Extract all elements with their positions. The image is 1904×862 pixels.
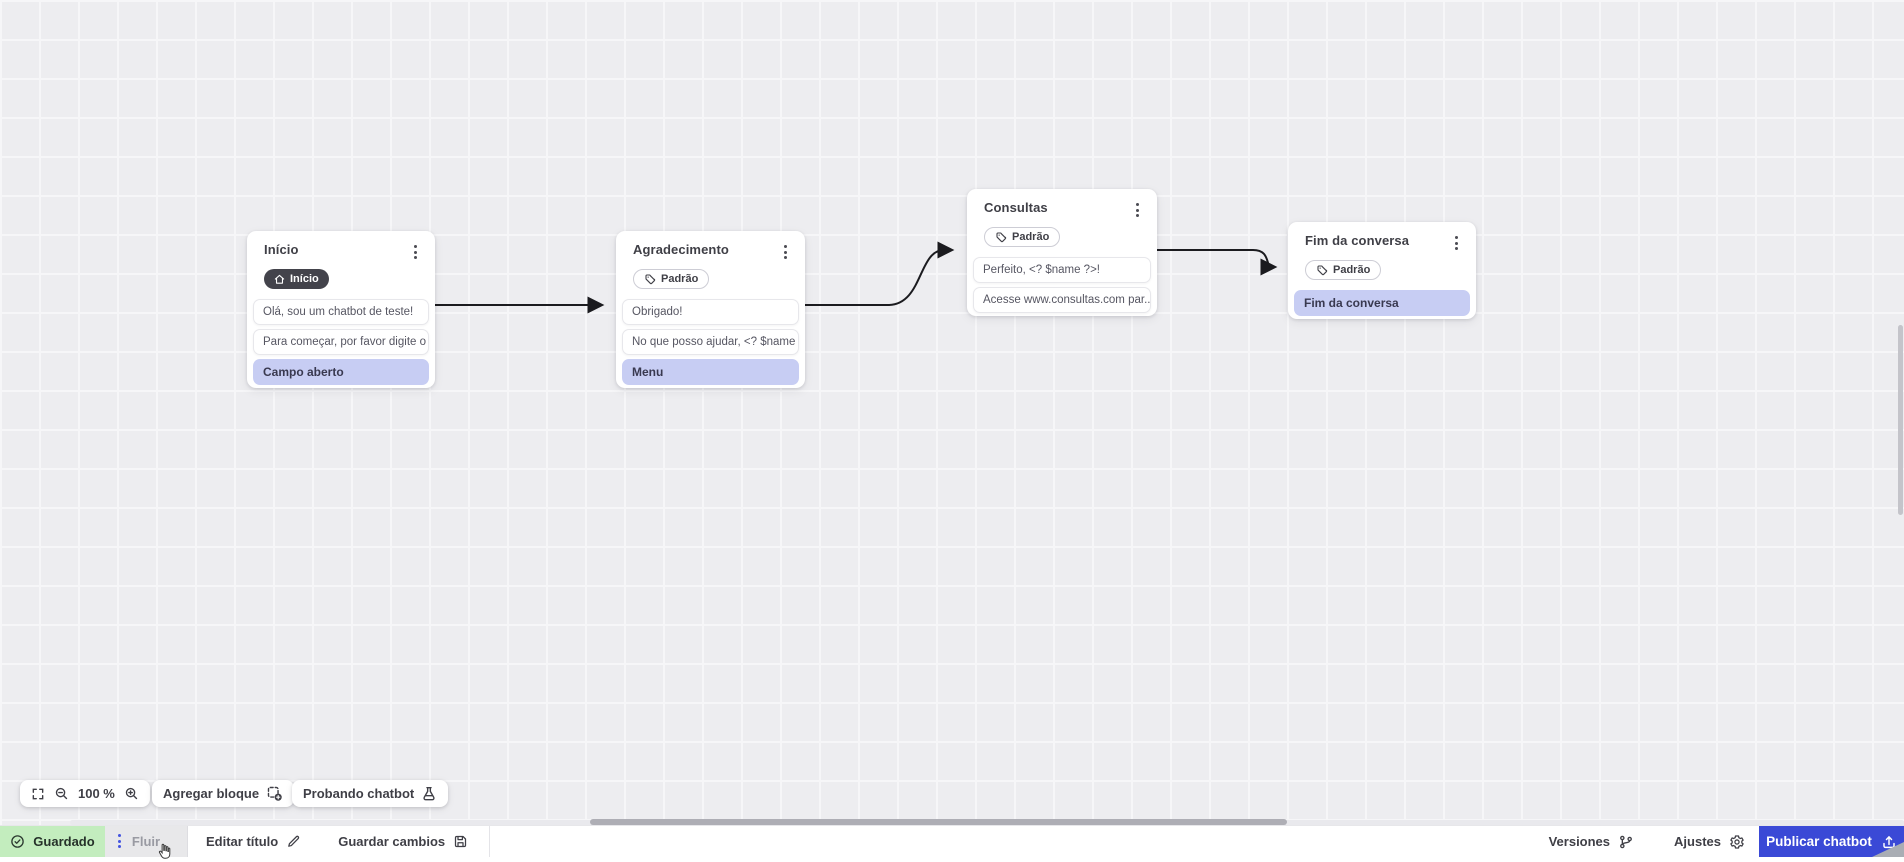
versions-label: Versiones <box>1549 834 1610 849</box>
node-type-badge: Padrão <box>984 227 1060 247</box>
message-row[interactable]: Para começar, por favor digite o ... <box>253 329 429 355</box>
versions-button[interactable]: Versiones <box>1529 826 1654 857</box>
kebab-menu-icon[interactable] <box>1132 201 1143 219</box>
status-bar: Guardado Fluir Editar título Guardar cam… <box>0 825 1904 857</box>
check-circle-icon <box>10 834 25 849</box>
node-type-badge: Padrão <box>1305 260 1381 280</box>
save-icon <box>453 834 468 849</box>
add-block-icon <box>266 785 283 802</box>
save-changes-label: Guardar cambios <box>338 834 445 849</box>
node-title: Agradecimento <box>633 242 729 257</box>
zoom-in-icon[interactable] <box>124 786 139 801</box>
node-title: Fim da conversa <box>1305 233 1409 248</box>
node-type-badge: Padrão <box>633 269 709 289</box>
message-row[interactable]: Acesse www.consultas.com par... <box>973 287 1151 313</box>
node-fim-da-conversa[interactable]: Fim da conversa Padrão Fim da conversa <box>1288 222 1476 319</box>
node-title: Consultas <box>984 200 1048 215</box>
message-row[interactable]: No que posso ajudar, <? $name ... <box>622 329 799 355</box>
pencil-icon <box>286 834 301 849</box>
versions-branch-icon <box>1618 834 1634 850</box>
kebab-menu-icon[interactable] <box>410 243 421 261</box>
add-block-button[interactable]: Agregar bloque <box>152 780 294 807</box>
node-inicio[interactable]: Início Início Olá, sou um chatbot de tes… <box>247 231 435 388</box>
tag-icon <box>1316 264 1328 276</box>
edit-title-label: Editar título <box>206 834 278 849</box>
tab-fluir[interactable]: Fluir <box>105 826 188 857</box>
edit-title-button[interactable]: Editar título <box>188 826 321 857</box>
mouse-cursor <box>155 841 174 862</box>
message-row[interactable]: Olá, sou um chatbot de teste! <box>253 299 429 325</box>
gear-icon <box>1729 834 1745 850</box>
zoom-controls[interactable]: 100 % <box>20 780 150 807</box>
kebab-menu-icon[interactable] <box>780 243 791 261</box>
home-icon <box>274 274 285 285</box>
node-title: Início <box>264 242 299 257</box>
add-block-label: Agregar bloque <box>163 786 259 801</box>
action-row[interactable]: Campo aberto <box>253 359 429 385</box>
settings-label: Ajustes <box>1674 834 1721 849</box>
badge-label: Padrão <box>1333 264 1370 276</box>
flask-icon <box>421 786 437 802</box>
saved-status-badge: Guardado <box>0 826 105 857</box>
test-chatbot-label: Probando chatbot <box>303 786 414 801</box>
edge-agradecimento-consultas <box>805 250 951 305</box>
tag-icon <box>644 273 656 285</box>
badge-label: Padrão <box>1012 231 1049 243</box>
badge-label: Padrão <box>661 273 698 285</box>
node-consultas[interactable]: Consultas Padrão Perfeito, <? $name ?>! … <box>967 189 1157 316</box>
node-type-badge: Início <box>264 269 329 289</box>
publish-label: Publicar chatbot <box>1766 834 1872 849</box>
tag-icon <box>995 231 1007 243</box>
publish-chatbot-button[interactable]: Publicar chatbot <box>1759 826 1904 857</box>
message-row[interactable]: Obrigado! <box>622 299 799 325</box>
action-row[interactable]: Menu <box>622 359 799 385</box>
action-row[interactable]: Fim da conversa <box>1294 290 1470 316</box>
kebab-menu-icon[interactable] <box>1451 234 1462 252</box>
vertical-scrollbar-thumb[interactable] <box>1898 325 1903 515</box>
saved-label: Guardado <box>33 834 94 849</box>
zoom-level: 100 % <box>78 786 115 801</box>
edge-consultas-fim <box>1157 250 1274 267</box>
zoom-out-icon[interactable] <box>54 786 69 801</box>
badge-label: Início <box>290 273 319 285</box>
fit-view-icon[interactable] <box>31 787 45 801</box>
corner-wedge <box>1872 842 1904 857</box>
node-agradecimento[interactable]: Agradecimento Padrão Obrigado! No que po… <box>616 231 805 388</box>
settings-button[interactable]: Ajustes <box>1654 826 1759 857</box>
message-row[interactable]: Perfeito, <? $name ?>! <box>973 257 1151 283</box>
drag-handle-icon[interactable] <box>118 834 121 848</box>
test-chatbot-button[interactable]: Probando chatbot <box>292 780 448 807</box>
save-changes-button[interactable]: Guardar cambios <box>321 826 490 857</box>
